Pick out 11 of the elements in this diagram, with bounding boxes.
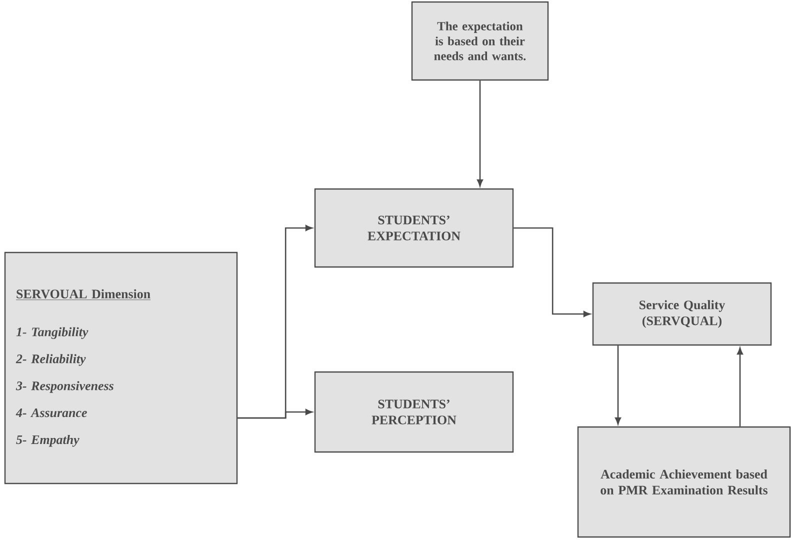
process-box: STUDENTS’ PERCEPTION [314, 371, 514, 453]
process-box: STUDENTS’ EXPECTATION [314, 188, 514, 268]
arrow [514, 227, 590, 317]
arrow [737, 348, 743, 426]
arrow [477, 80, 483, 186]
process-box: Service Quality (SERVQUAL) [592, 282, 772, 346]
arrow [238, 409, 312, 419]
arrow [615, 346, 621, 424]
note-box: The expectation is based on their needs and wants. [411, 1, 549, 81]
process-box: Academic Achievement based on PMR Examination Results [577, 426, 791, 538]
dimension-box: SERVOUAL Dimension 1- Tangibility 2- Reliability 3- Responsiveness 4- Assurance 5- Empathy [4, 252, 238, 484]
